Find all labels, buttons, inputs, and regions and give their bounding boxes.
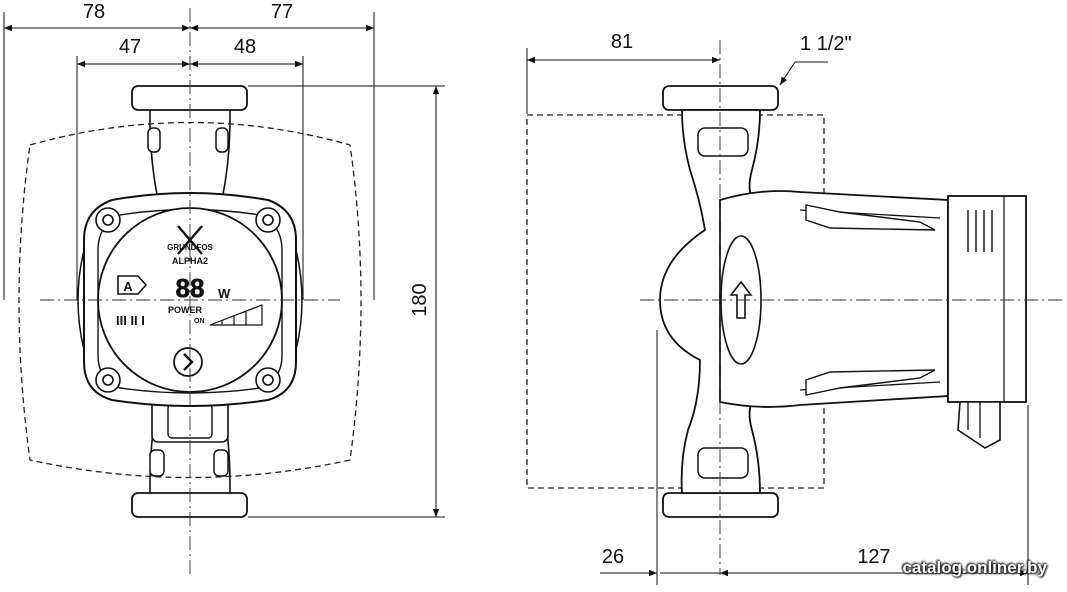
dim-right-inner: 48 <box>234 36 256 58</box>
side-top-flange <box>662 85 779 111</box>
side-centerlines <box>640 40 1065 575</box>
display-unit: W <box>218 286 231 301</box>
side-bottom-flange <box>662 492 779 518</box>
dim-right-width: 77 <box>271 1 293 23</box>
front-body-neck <box>149 119 231 484</box>
front-insulation-outline <box>18 121 362 479</box>
front-top-flange <box>131 85 248 111</box>
dim-height: 180 <box>409 283 431 316</box>
speed-marks: III II I <box>116 313 145 328</box>
dim-thread-size: 1 1/2" <box>800 33 852 55</box>
mode-label: A <box>123 279 133 294</box>
power-bar-icon <box>209 304 263 326</box>
front-dimensions <box>3 12 445 518</box>
dim-side-depth: 81 <box>611 31 633 53</box>
on-label: ON <box>194 318 205 325</box>
power-label: POWER <box>168 305 203 315</box>
side-motor-fins <box>805 204 936 396</box>
front-centerlines <box>40 8 340 575</box>
brand-label: GRUNDFOS <box>167 243 213 252</box>
mode-tag-icon <box>117 275 148 295</box>
select-button-icon <box>173 347 203 377</box>
side-label-plate <box>947 195 1027 403</box>
side-connector-plug <box>957 401 1001 449</box>
watermark: catalog.onliner.by <box>902 558 1047 577</box>
front-bottom-flange <box>131 492 248 518</box>
dim-motor-offset: 26 <box>602 546 624 568</box>
dim-left-inner: 47 <box>119 36 141 58</box>
dim-left-width: 78 <box>83 1 105 23</box>
side-view <box>526 40 1065 575</box>
front-view: GRUNDFOS ALPHA2 A 88 W III II I POWER ON <box>18 8 362 575</box>
dim-motor-length: 127 <box>857 546 890 568</box>
grundfos-logo-icon <box>177 225 203 255</box>
front-screws <box>95 207 281 393</box>
side-dimensions <box>526 48 1029 585</box>
